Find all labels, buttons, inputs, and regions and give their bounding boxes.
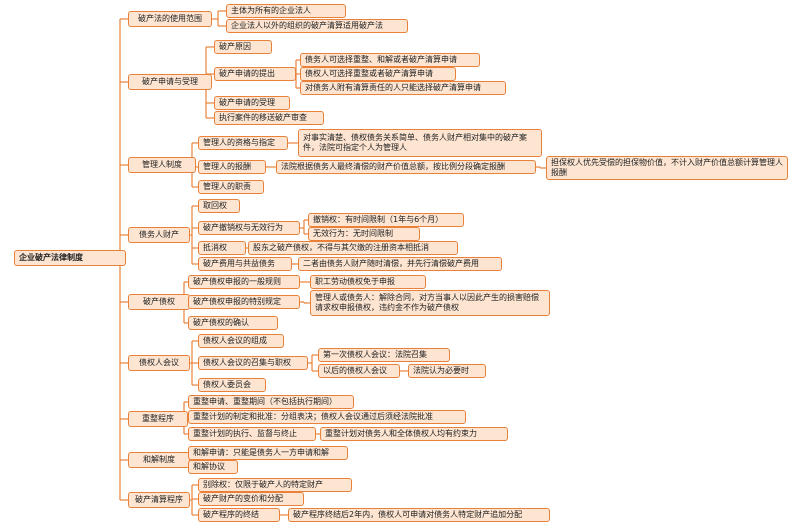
node-asset-4[interactable]: 破产费用与共益债务 xyxy=(198,257,292,271)
node-reorg-2[interactable]: 重整计划的制定和批准：分组表决；债权人会议通过后须经法院批准 xyxy=(188,410,466,424)
node-root[interactable]: 企业破产法律制度 xyxy=(14,250,126,266)
node-meeting-3[interactable]: 债权人委员会 xyxy=(198,378,266,392)
node-admin-2[interactable]: 管理人的报酬 xyxy=(198,160,266,174)
node-admin-2-1[interactable]: 法院根据债务人最终清偿的财产价值总额，按比例分段确定报酬 xyxy=(276,160,536,174)
node-apply-2-3[interactable]: 对债务人附有清算责任的人只能选择破产清算申请 xyxy=(300,81,506,95)
node-reorg-1[interactable]: 重整申请、重整期间（不包括执行期间） xyxy=(188,395,354,409)
node-apply-3[interactable]: 破产申请的受理 xyxy=(214,96,290,110)
node-admin-1[interactable]: 管理人的资格与指定 xyxy=(198,136,288,150)
node-asset-2[interactable]: 破产撤销权与无效行为 xyxy=(198,221,300,235)
node-apply-2[interactable]: 破产申请的提出 xyxy=(214,67,296,81)
node-liq-3[interactable]: 破产程序的终结 xyxy=(198,508,280,522)
node-liq-3-1[interactable]: 破产程序终结后2年内，债权人可申请对债务人特定财产追加分配 xyxy=(288,508,550,522)
node-reorg[interactable]: 重整程序 xyxy=(128,411,188,427)
node-liq-2[interactable]: 破产财产的变价和分配 xyxy=(198,492,304,506)
node-apply-2-2[interactable]: 债权人可选择重整或者破产清算申请 xyxy=(300,67,456,81)
node-asset-2-2[interactable]: 无效行为：无时间限制 xyxy=(308,227,420,241)
node-claim-1-1[interactable]: 职工劳动债权免于申报 xyxy=(310,275,426,289)
node-settle[interactable]: 和解制度 xyxy=(128,452,190,468)
node-apply-4[interactable]: 执行案件的移送破产审查 xyxy=(214,111,324,125)
node-meeting-2-2-1[interactable]: 法院认为必要时 xyxy=(408,364,486,378)
node-claim-2-1[interactable]: 管理人或债务人：解除合同，对方当事人以因此产生的损害赔偿请求权申报债权，违约金不… xyxy=(310,290,550,316)
node-admin-2-1-1[interactable]: 担保权人优先受偿的担保物价值，不计入财产价值总额计算管理人报酬 xyxy=(546,156,788,180)
node-admin-1-1[interactable]: 对事实清楚、债权债务关系简单、债务人财产相对集中的破产案件，法院可指定个人为管理… xyxy=(298,129,542,157)
node-reorg-3-1[interactable]: 重整计划对债务人和全体债权人均有约束力 xyxy=(320,427,508,441)
node-meeting-2[interactable]: 债权人会议的召集与职权 xyxy=(198,356,308,370)
node-liq[interactable]: 破产清算程序 xyxy=(128,492,190,508)
node-scope-2[interactable]: 企业法人以外的组织的破产清算适用破产法 xyxy=(226,19,408,33)
node-reorg-3[interactable]: 重整计划的执行、监督与终止 xyxy=(188,427,316,441)
node-settle-1[interactable]: 和解申请：只能是债务人一方申请和解 xyxy=(188,446,348,460)
node-asset[interactable]: 债务人财产 xyxy=(128,227,190,243)
node-liq-1[interactable]: 别除权：仅限于破产人的特定财产 xyxy=(198,478,352,492)
node-claim-2[interactable]: 破产债权申报的特别规定 xyxy=(188,295,300,309)
node-scope[interactable]: 破产法的使用范围 xyxy=(128,11,212,27)
node-scope-1[interactable]: 主体为所有的企业法人 xyxy=(226,4,346,18)
node-asset-4-1[interactable]: 二者由债务人财产随时清偿，并先行清偿破产费用 xyxy=(298,257,502,271)
node-meeting-2-2[interactable]: 以后的债权人会议 xyxy=(318,364,400,378)
node-admin-3[interactable]: 管理人的职责 xyxy=(198,180,264,194)
node-apply-2-1[interactable]: 债务人可选择重整、和解或者破产清算申请 xyxy=(300,53,480,67)
node-meeting-1[interactable]: 债权人会议的组成 xyxy=(198,334,284,348)
node-apply-1[interactable]: 破产原因 xyxy=(214,40,272,54)
node-meeting[interactable]: 债权人会议 xyxy=(128,355,190,371)
node-meeting-2-1[interactable]: 第一次债权人会议：法院召集 xyxy=(318,348,450,362)
node-asset-3[interactable]: 抵消权 xyxy=(198,241,246,255)
node-settle-2[interactable]: 和解协议 xyxy=(188,460,238,474)
node-admin[interactable]: 管理人制度 xyxy=(128,157,196,173)
node-asset-3-1[interactable]: 股东之破产债权，不得与其欠缴的注册资本相抵消 xyxy=(248,241,458,255)
node-claim-1[interactable]: 破产债权申报的一般规则 xyxy=(188,275,300,289)
node-asset-1[interactable]: 取回权 xyxy=(198,199,240,213)
node-claim-3[interactable]: 破产债权的确认 xyxy=(188,316,278,330)
node-claim[interactable]: 破产债权 xyxy=(128,294,190,310)
node-asset-2-1[interactable]: 撤销权：有时间限制（1年与6个月） xyxy=(308,213,464,227)
node-apply[interactable]: 破产申请与受理 xyxy=(128,74,212,90)
